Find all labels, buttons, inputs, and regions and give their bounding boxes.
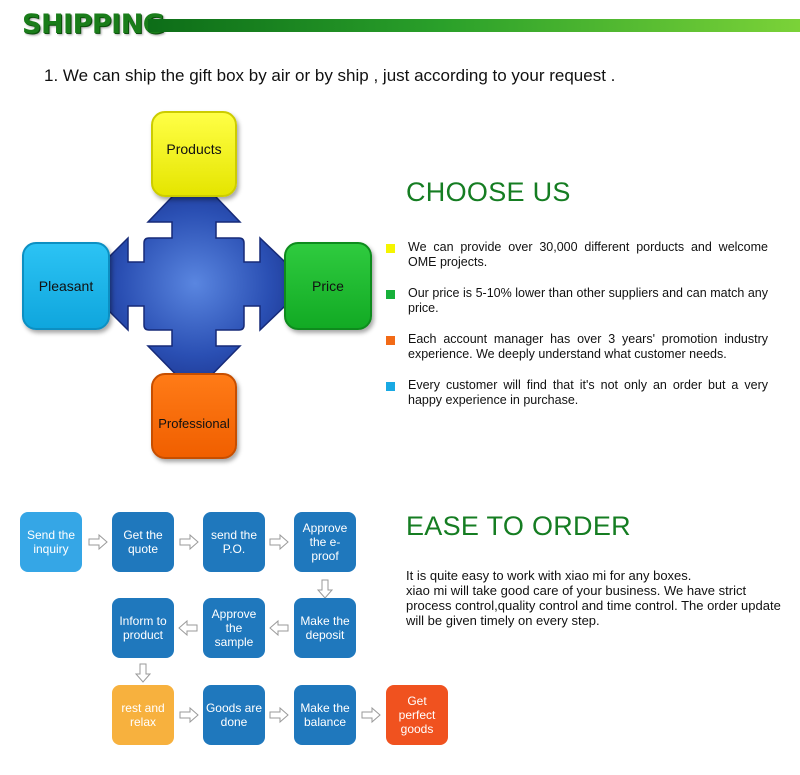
node-pleasant: Pleasant	[22, 242, 110, 330]
arrow-left-icon	[269, 620, 289, 636]
step-get-quote: Get the quote	[112, 512, 174, 572]
arrow-right-icon	[269, 534, 289, 550]
arrow-right-icon	[179, 707, 199, 723]
arrow-right-icon	[269, 707, 289, 723]
step-make-balance: Make the balance	[294, 685, 356, 745]
blue-square-icon	[386, 382, 395, 391]
list-item: Each account manager has over 3 years' p…	[386, 332, 768, 362]
list-item: Our price is 5-10% lower than other supp…	[386, 286, 768, 316]
step-get-perfect-goods: Get perfect goods	[386, 685, 448, 745]
step-rest-relax: rest and relax	[112, 685, 174, 745]
choose-us-title: CHOOSE US	[406, 177, 571, 207]
header-title: SHIPPING	[22, 9, 165, 40]
orange-square-icon	[386, 336, 395, 345]
node-professional: Professional	[151, 373, 237, 459]
list-item: We can provide over 30,000 different por…	[386, 240, 768, 270]
step-send-inquiry: Send the inquiry	[20, 512, 82, 572]
ease-to-order-text: It is quite easy to work with xiao mi fo…	[406, 568, 786, 628]
ease-line: xiao mi will take good care of your busi…	[406, 583, 781, 628]
step-inform-product: Inform to product	[112, 598, 174, 658]
arrow-right-icon	[361, 707, 381, 723]
step-goods-done: Goods are done	[203, 685, 265, 745]
header-bar	[148, 19, 800, 32]
arrow-down-icon	[135, 663, 151, 683]
arrow-left-icon	[178, 620, 198, 636]
step-send-po: send the P.O.	[203, 512, 265, 572]
step-approve-sample: Approve the sample	[203, 598, 265, 658]
intro-text: 1. We can ship the gift box by air or by…	[44, 66, 616, 85]
step-approve-eproof: Approve the e-proof	[294, 512, 356, 572]
arrow-right-icon	[88, 534, 108, 550]
node-products: Products	[151, 111, 237, 197]
yellow-square-icon	[386, 244, 395, 253]
ease-to-order-title: EASE TO ORDER	[406, 511, 631, 541]
arrow-right-icon	[179, 534, 199, 550]
choose-us-list: We can provide over 30,000 different por…	[386, 240, 768, 424]
arrow-down-icon	[317, 579, 333, 599]
ease-line: It is quite easy to work with xiao mi fo…	[406, 568, 692, 583]
green-square-icon	[386, 290, 395, 299]
header: SHIPPING	[0, 0, 800, 60]
four-way-diagram: Products Pleasant Price Professional	[20, 108, 380, 468]
step-make-deposit: Make the deposit	[294, 598, 356, 658]
list-item: Every customer will find that it's not o…	[386, 378, 768, 408]
node-price: Price	[284, 242, 372, 330]
